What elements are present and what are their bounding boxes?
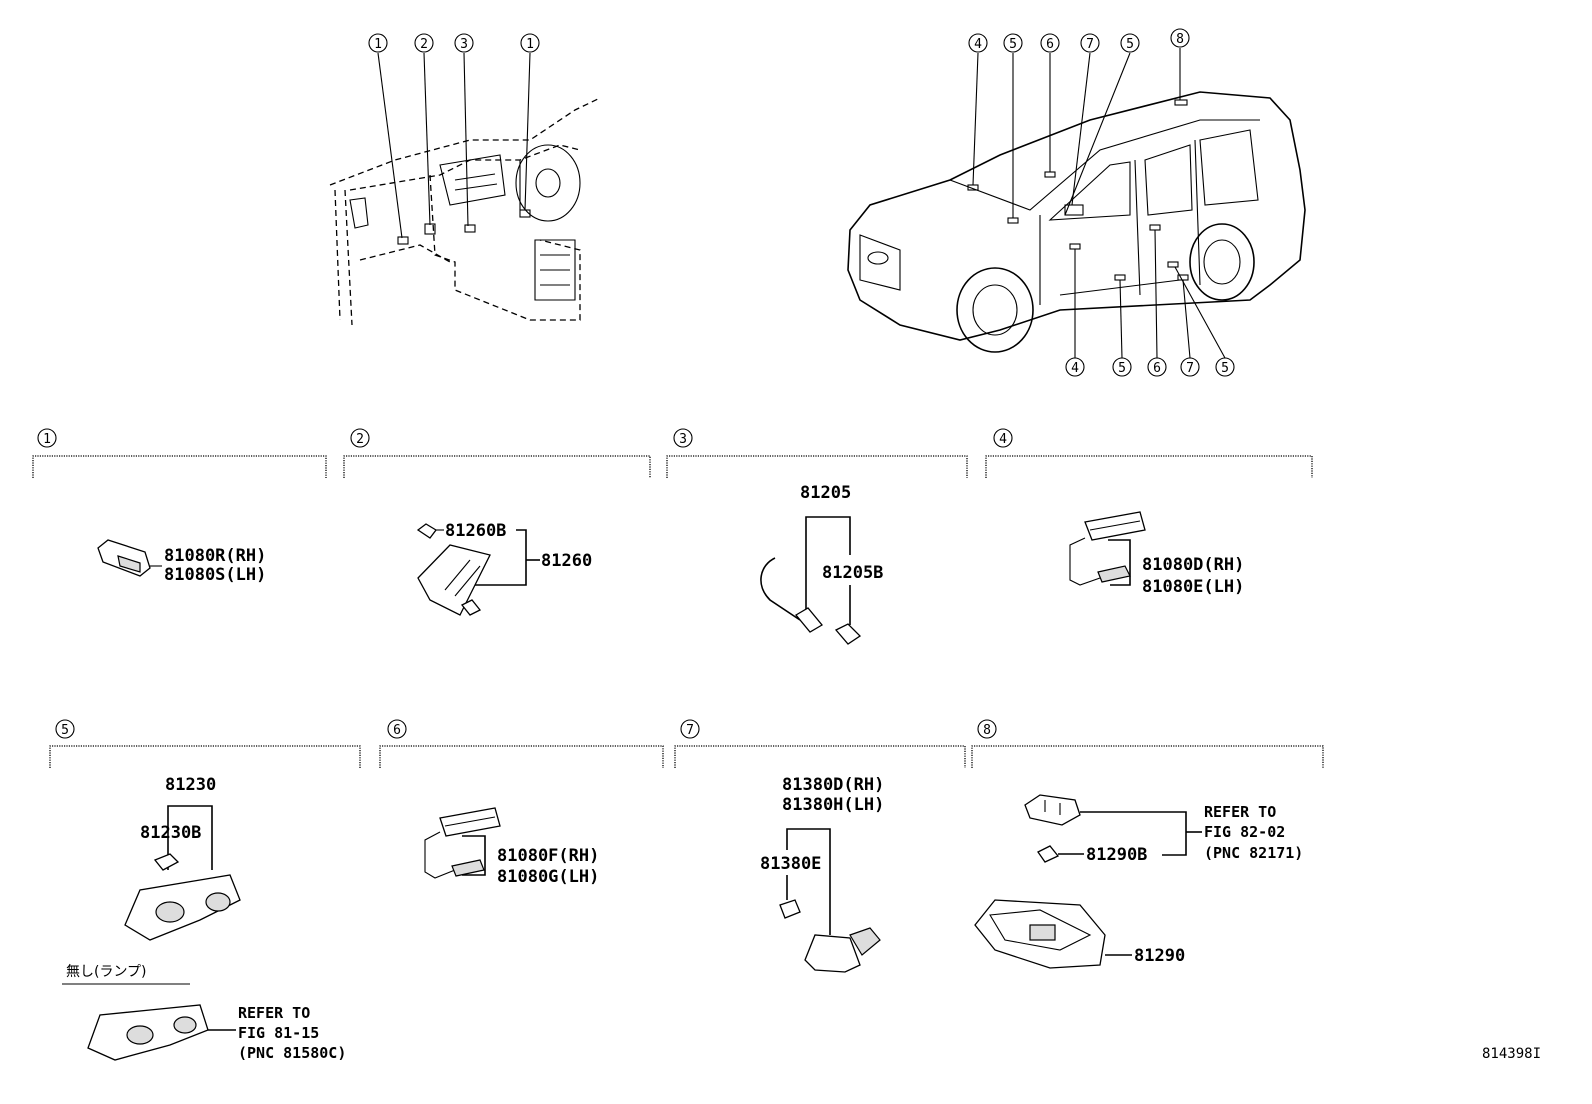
- section-5-parts: 81230 81230B 無し(ランプ) REFER TO FIG 81-15 …: [62, 775, 346, 1062]
- vehicle-illustration: [847, 48, 1306, 359]
- lamp-82171-illustration: [1024, 794, 1081, 826]
- part-81290: 81290: [1134, 946, 1185, 966]
- section-1-header: 1: [32, 428, 327, 478]
- part-81080D: 81080D(RH): [1142, 555, 1244, 575]
- vehicle-callouts-bottom: 4 5 6 7 5: [1065, 357, 1235, 377]
- part-81205B: 81205B: [822, 563, 883, 583]
- bulb-81380E-illustration: [779, 899, 801, 919]
- part-81205: 81205: [800, 483, 851, 503]
- section-1-parts: 81080R(RH) 81080S(LH): [97, 539, 266, 585]
- section-8-header: 8: [971, 719, 1324, 768]
- part-81260B: 81260B: [445, 521, 506, 541]
- part-81080S: 81080S(LH): [164, 565, 266, 585]
- svg-text:4: 4: [999, 432, 1007, 447]
- svg-text:1: 1: [526, 37, 534, 52]
- svg-text:5: 5: [1009, 37, 1017, 52]
- svg-text:6: 6: [1046, 37, 1054, 52]
- svg-text:7: 7: [1186, 361, 1194, 376]
- bulb-81260B-illustration: [416, 523, 437, 539]
- svg-text:5: 5: [1126, 37, 1134, 52]
- callout-5b-top: 5: [1120, 33, 1140, 53]
- refer-to-5: REFER TO: [238, 1004, 310, 1022]
- part-81230B: 81230B: [140, 823, 201, 843]
- part-81260: 81260: [541, 551, 592, 571]
- refer-pnc-8: (PNC 82171): [1204, 844, 1303, 862]
- callout-1b: 1: [520, 33, 540, 53]
- svg-text:6: 6: [1153, 361, 1161, 376]
- callout-7-bottom: 7: [1180, 357, 1200, 377]
- vehicle-callouts-top: 4 5 6 7 5 8: [968, 28, 1190, 53]
- part-81290B: 81290B: [1086, 845, 1147, 865]
- section-2-parts: 81260B 81260: [416, 521, 592, 616]
- callout-4-bottom: 4: [1065, 357, 1085, 377]
- section-3-parts: 81205 81205B: [760, 483, 883, 645]
- callout-7-top: 7: [1080, 33, 1100, 53]
- svg-text:2: 2: [420, 37, 428, 52]
- callout-5b-bottom: 5: [1215, 357, 1235, 377]
- refer-fig-8: FIG 82-02: [1204, 823, 1285, 841]
- bulb-81205B-illustration: [834, 623, 862, 645]
- svg-text:8: 8: [1176, 32, 1184, 47]
- socket-81205-illustration: [760, 557, 801, 621]
- part-81380H: 81380H(LH): [782, 795, 884, 815]
- refer-pnc-5: (PNC 81580C): [238, 1044, 346, 1062]
- diagram-id: 814398I: [1482, 1046, 1541, 1062]
- part-81380E: 81380E: [760, 854, 821, 874]
- section-4-parts: 81080D(RH) 81080E(LH): [1069, 511, 1244, 597]
- part-81230: 81230: [165, 775, 216, 795]
- dashboard-illustration: [329, 52, 601, 326]
- callout-6-top: 6: [1040, 33, 1060, 53]
- callout-6-bottom: 6: [1147, 357, 1167, 377]
- part-81380D: 81380D(RH): [782, 775, 884, 795]
- part-81080R: 81080R(RH): [164, 546, 266, 566]
- refer-fig-5: FIG 81-15: [238, 1024, 319, 1042]
- section-8-parts: REFER TO FIG 82-02 (PNC 82171) 81290B 81…: [974, 794, 1303, 969]
- svg-text:7: 7: [686, 723, 694, 738]
- section-3-header: 3: [666, 428, 968, 478]
- svg-text:8: 8: [983, 723, 991, 738]
- section-4-header: 4: [985, 428, 1313, 478]
- svg-text:3: 3: [460, 37, 468, 52]
- section-7-header: 7: [674, 719, 966, 768]
- section-6-header: 6: [379, 719, 664, 768]
- callout-5-bottom: 5: [1112, 357, 1132, 377]
- part-81080F: 81080F(RH): [497, 846, 599, 866]
- note-no-lamp: 無し(ランプ): [66, 964, 147, 980]
- svg-text:7: 7: [1086, 37, 1094, 52]
- section-2-header: 2: [343, 428, 651, 478]
- callout-1a: 1: [368, 33, 388, 53]
- callout-5-top: 5: [1003, 33, 1023, 53]
- section-6-parts: 81080F(RH) 81080G(LH): [424, 807, 599, 887]
- svg-text:6: 6: [393, 723, 401, 738]
- callout-2a: 2: [414, 33, 434, 53]
- dashboard-callouts: 1 2 3 1: [368, 33, 540, 53]
- svg-text:5: 5: [1118, 361, 1126, 376]
- callout-8-top: 8: [1170, 28, 1190, 48]
- svg-text:3: 3: [679, 432, 687, 447]
- callout-4-top: 4: [968, 33, 988, 53]
- callout-3a: 3: [454, 33, 474, 53]
- svg-text:1: 1: [43, 432, 51, 447]
- svg-text:4: 4: [1071, 361, 1079, 376]
- part-81080E: 81080E(LH): [1142, 577, 1244, 597]
- svg-text:5: 5: [1221, 361, 1229, 376]
- bulb-81230B-illustration: [153, 853, 180, 871]
- svg-text:2: 2: [356, 432, 364, 447]
- svg-text:5: 5: [61, 723, 69, 738]
- refer-to-8: REFER TO: [1204, 803, 1276, 821]
- section-7-parts: 81380D(RH) 81380H(LH) 81380E: [760, 775, 884, 973]
- svg-text:1: 1: [374, 37, 382, 52]
- lamp-81380D-illustration: [804, 934, 861, 973]
- svg-text:4: 4: [974, 37, 982, 52]
- part-81080G: 81080G(LH): [497, 867, 599, 887]
- section-5-header: 5: [49, 719, 361, 768]
- bulb-81290B-illustration: [1037, 845, 1060, 863]
